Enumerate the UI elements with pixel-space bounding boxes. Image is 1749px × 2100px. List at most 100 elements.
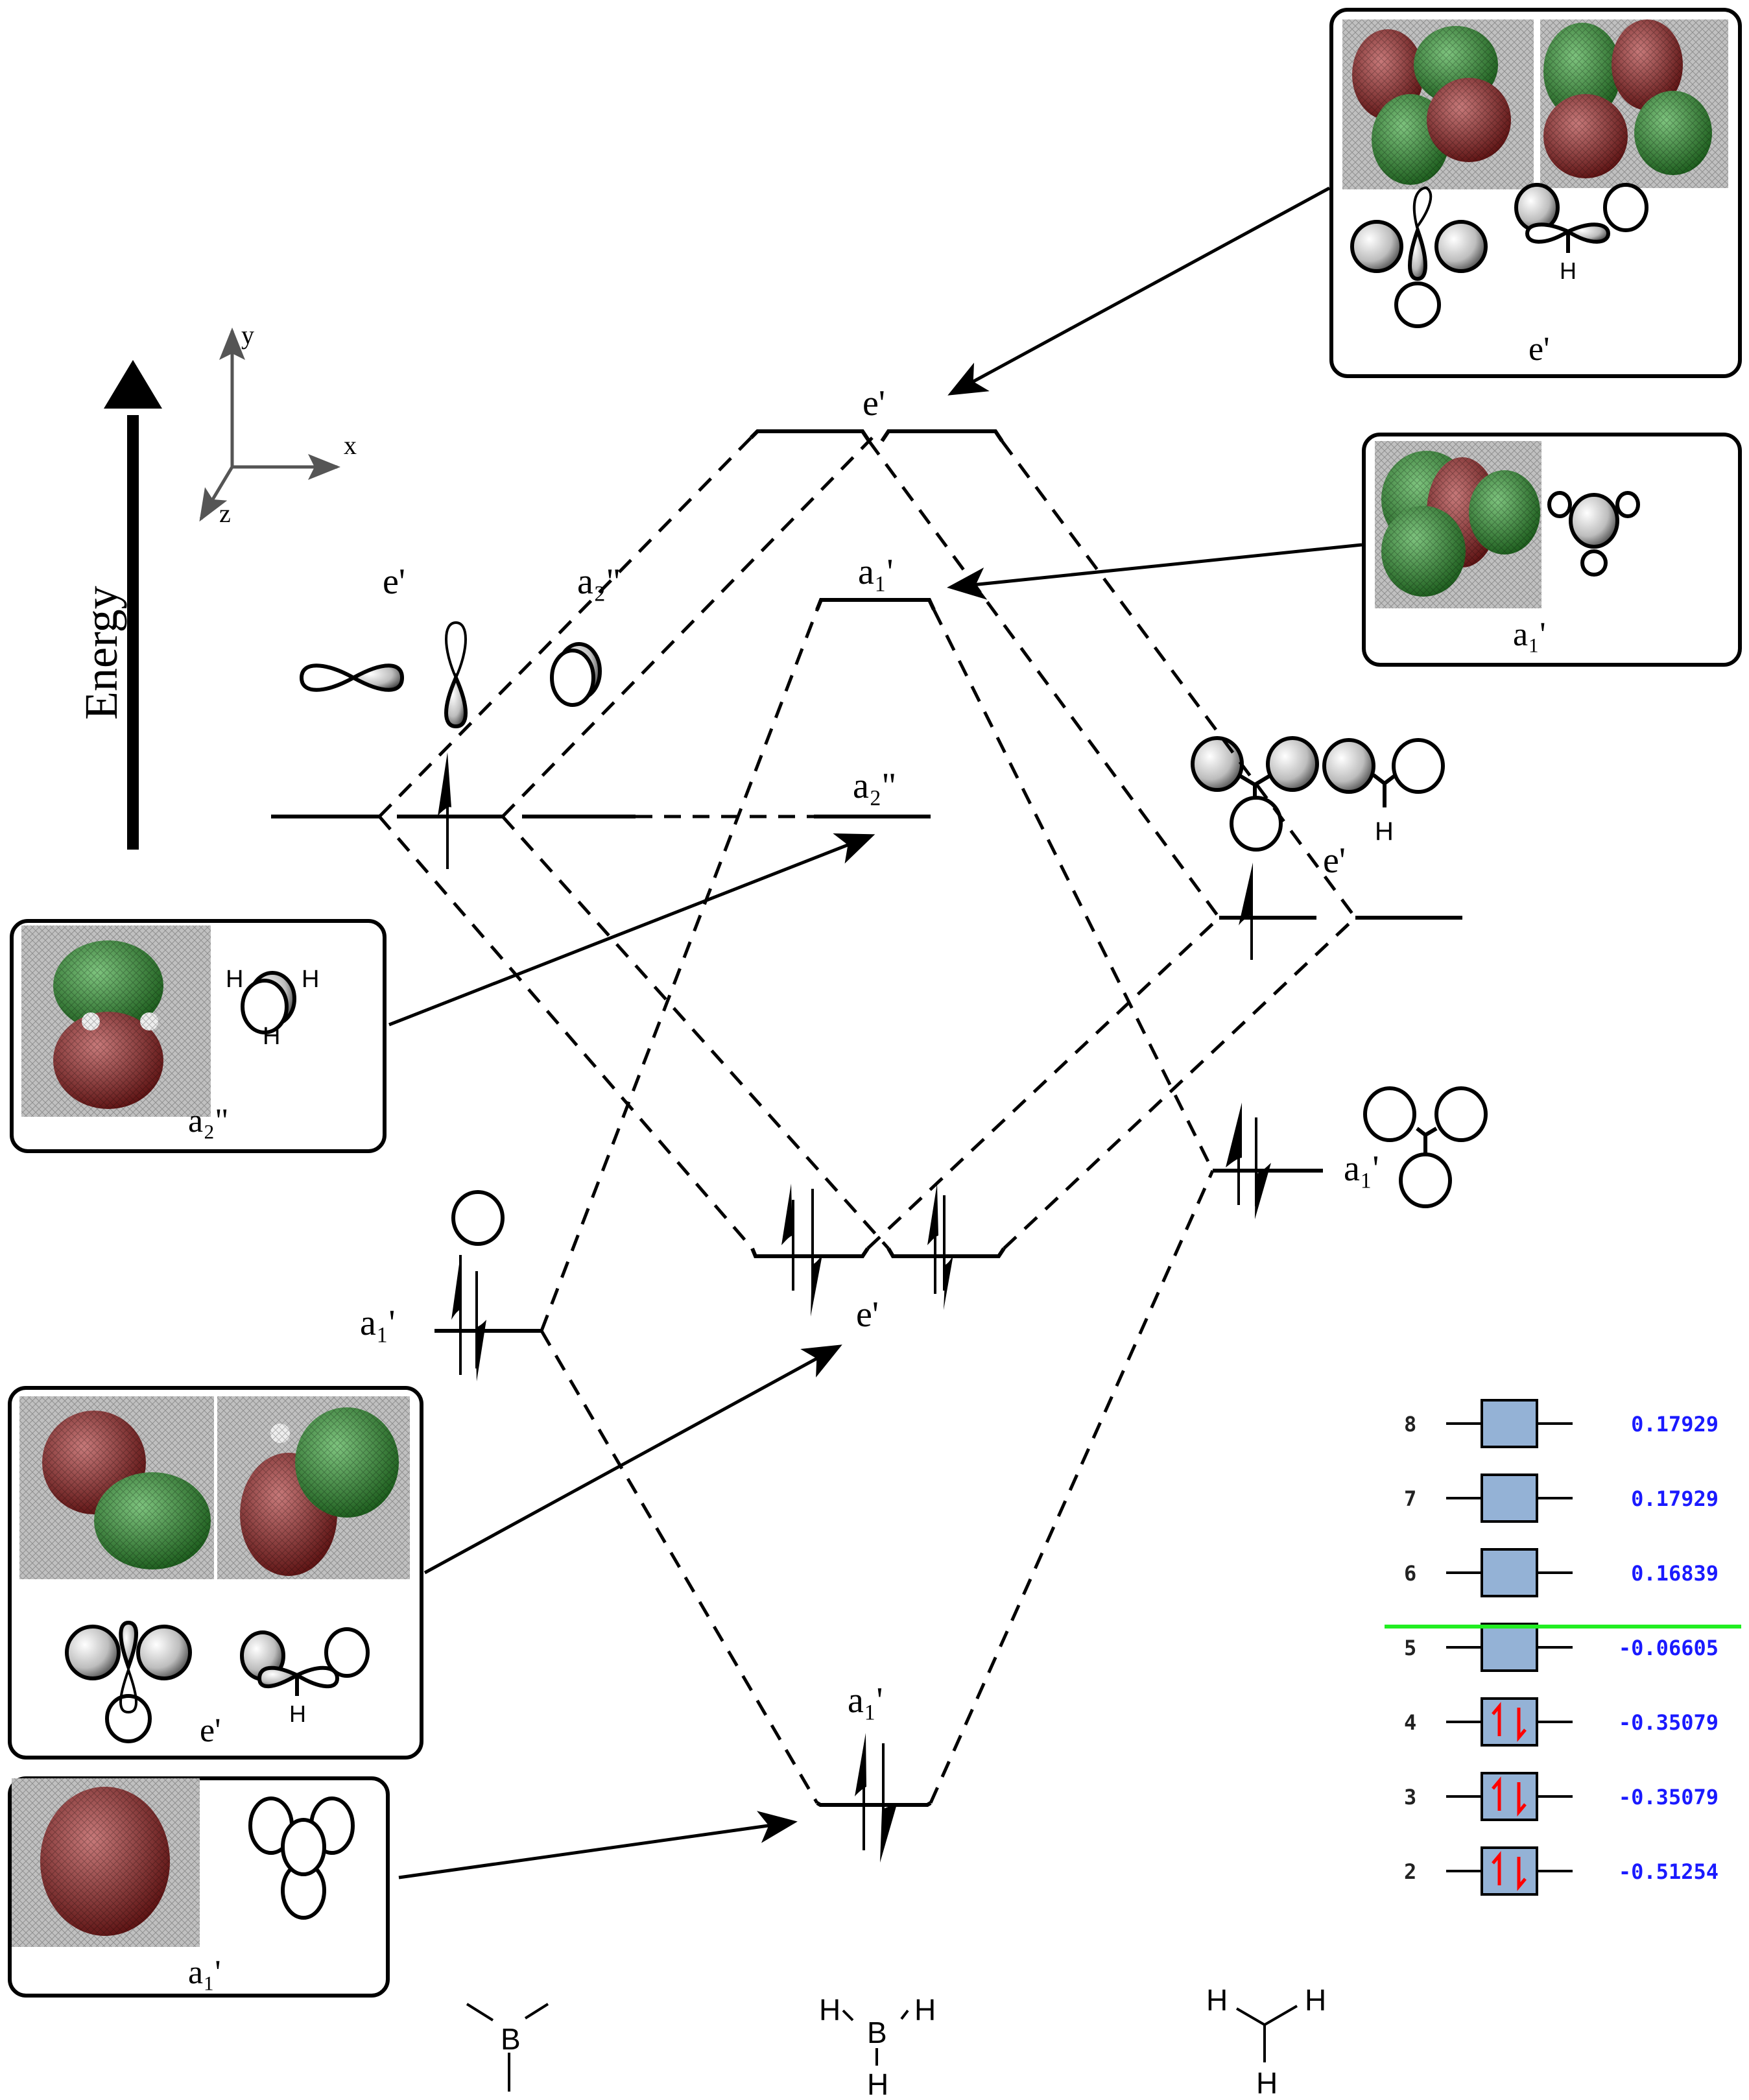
orbital-index: 7 [1404,1486,1416,1511]
orbital-box[interactable] [1481,1474,1538,1523]
left-molecule-b: B [501,2022,521,2056]
center-bonding-e-label: e' [856,1295,879,1335]
box-h-label: H [263,1023,280,1050]
py-orbital-icon [444,621,468,729]
h3-e-orbital-icon [1322,738,1445,807]
center-top-a1-label: a₁' [858,552,893,592]
box-symmetry-label: a₁' [1513,616,1546,653]
electron-pair-icon [927,1184,953,1310]
bond-line [1263,2005,1298,2026]
right-molecule-h: H [1256,2066,1278,2100]
left-e-label: e' [383,562,405,602]
orbital-index: 2 [1404,1859,1416,1884]
center-antibonding-e-level [749,429,871,442]
center-bonding-a1-label: a₁' [848,1680,883,1721]
orbital-energy-value: -0.35079 [1619,1785,1719,1809]
energy-row: 2 -0.51254 [1404,1846,1719,1896]
box-symmetry-label: a₁' [188,1954,221,1991]
center-antibonding-a1-level [815,598,936,611]
e-orbital-sketch-icon [1514,183,1648,253]
box-h-label: H [302,966,319,993]
orbital-energy-value: -0.35079 [1619,1710,1719,1735]
bond-line [842,2009,854,2022]
bond-line [524,2003,549,2020]
center-bonding-e-level [886,1247,1006,1258]
bond-line [900,2009,909,2020]
electron-pair-icon [1226,1103,1271,1219]
right-molecule-h: H [1206,1983,1228,2017]
orbital-energy-value: -0.51254 [1619,1859,1719,1884]
electron-down-icon [1517,1708,1527,1742]
y-axis-label: y [241,320,254,350]
orbital-energy-value: -0.06605 [1619,1636,1719,1660]
a2-orbital-sketch-icon [241,971,296,1034]
orbital-box[interactable] [1481,1697,1538,1747]
orbital-index: 6 [1404,1561,1416,1586]
mo-render-image [1540,19,1728,188]
right-e-label: e' [1323,841,1346,881]
h3-a1-orbital-icon [1363,1086,1488,1208]
mo-render-image [1375,441,1541,608]
energy-row: 7 0.17929 [1404,1474,1719,1523]
energy-label: Energy [75,586,127,720]
orbital-energy-value: 0.16839 [1631,1561,1719,1586]
electron-up-icon [1239,863,1253,960]
left-a1-label: a₁' [360,1303,395,1343]
h3-e-orbital-icon [1191,736,1319,852]
right-a1-label: a₁' [1344,1149,1379,1189]
orbital-index: 5 [1404,1636,1416,1660]
orbital-box[interactable] [1481,1399,1538,1448]
center-a2-label: a₂" [853,766,896,806]
box-h-label: H [226,966,243,993]
orbital-index: 4 [1404,1710,1416,1735]
e-orbital-sketch-icon [240,1627,370,1696]
electron-up-icon [1492,1851,1501,1885]
correlation-lines [378,436,1357,1804]
electron-up-icon [1492,1776,1501,1811]
electron-pair-icon [451,1255,486,1381]
z-axis-label: z [219,499,231,528]
e-orbital-sketch-icon [1350,186,1488,328]
orbital-index: 3 [1404,1785,1416,1809]
left-a2-label: a₂" [577,562,621,602]
mo-render-image [21,925,211,1117]
electron-down-icon [1517,1857,1527,1891]
left-a1-box: a₁' [8,1776,390,1998]
mo-render-image [1342,19,1534,189]
energy-row: 6 0.16839 [1404,1548,1719,1597]
center-antibonding-e-level [880,429,1004,442]
center-bonding-a1-level [816,1801,932,1807]
orbital-box[interactable] [1481,1548,1538,1597]
a1-orbital-sketch-icon [1547,491,1640,577]
energy-row: 3 -0.35079 [1404,1772,1719,1821]
center-bonding-e-level [750,1247,870,1258]
orbital-energy-value: 0.17929 [1631,1486,1719,1511]
energy-row: 5 -0.06605 [1404,1623,1719,1672]
electron-pair-icon [781,1184,822,1317]
coordinate-axes-icon [199,328,340,522]
orbital-box[interactable] [1481,1623,1538,1672]
e-orbital-sketch-icon [65,1620,192,1743]
a1-orbital-sketch-icon [248,1796,355,1920]
orbital-box[interactable] [1481,1846,1538,1896]
bond-line [1235,2007,1266,2026]
box-h-label: H [1560,257,1576,284]
energy-axis: Energy [75,360,162,850]
right-a1-box: a₁' [1362,433,1742,667]
mo-render-image [19,1396,214,1579]
orbital-index: 8 [1404,1412,1416,1437]
orbital-box[interactable] [1481,1772,1538,1821]
bond-line [466,2003,494,2022]
electron-down-icon [1517,1782,1527,1817]
mo-render-image [12,1778,200,1947]
right-molecule-h: H [1305,1983,1326,2017]
center-molecule-h: H [867,2068,888,2100]
right-h-label: H [1375,817,1394,846]
box-symmetry-label: e' [200,1712,220,1749]
electron-up-icon [1492,1702,1501,1736]
pz-orbital-icon [550,642,602,707]
x-axis-label: x [344,431,357,460]
